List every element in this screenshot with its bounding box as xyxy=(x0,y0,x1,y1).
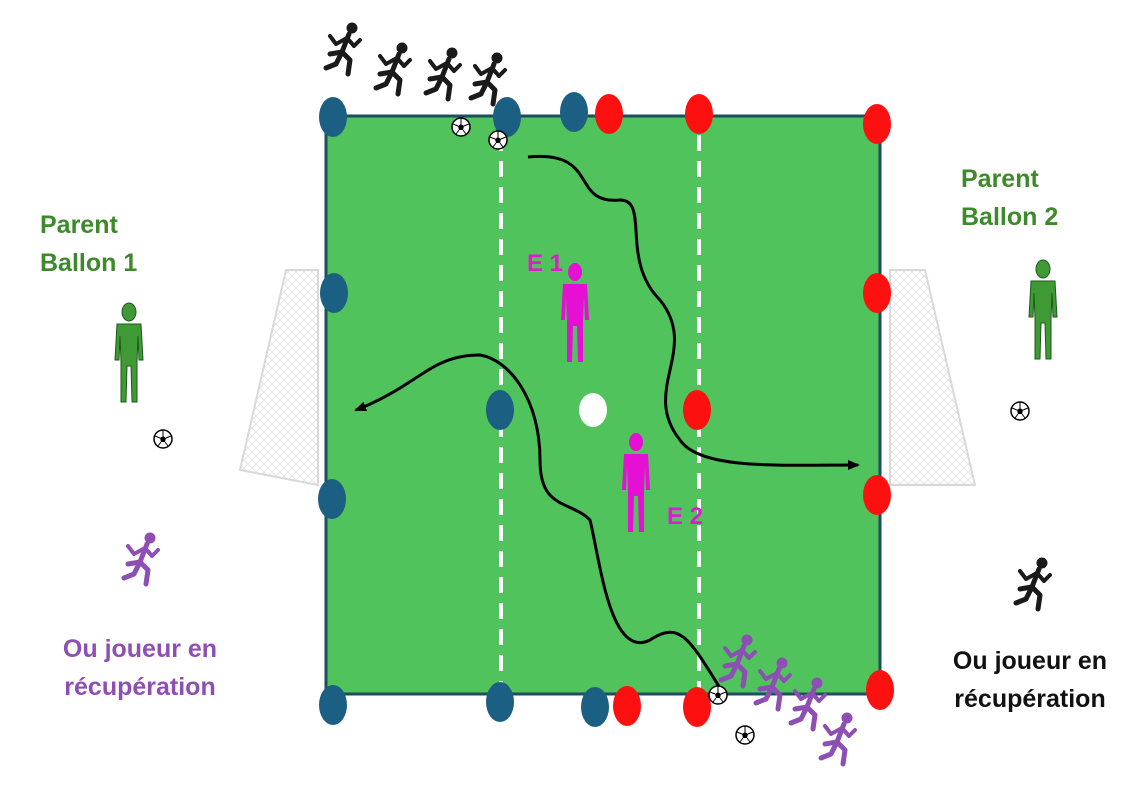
running-player-icon xyxy=(821,713,855,764)
center-spot xyxy=(579,393,607,427)
soccer-ball-icon xyxy=(1010,401,1030,421)
red-cones xyxy=(595,94,894,727)
cone-icon xyxy=(319,97,347,137)
cone-icon xyxy=(866,670,894,710)
cone-icon xyxy=(318,479,346,519)
cone-icon xyxy=(581,687,609,727)
running-player-icon xyxy=(426,48,460,99)
left-recovery-running-player-icon xyxy=(124,533,158,584)
soccer-ball-icon xyxy=(153,429,173,449)
left-recovery-line-2: récupération xyxy=(64,673,216,701)
right-goal-net-icon xyxy=(889,269,977,486)
cone-icon xyxy=(613,686,641,726)
cone-icon xyxy=(683,390,711,430)
running-player-icon xyxy=(326,23,360,74)
running-player-icon xyxy=(376,43,410,94)
left-parent-line-2: Ballon 1 xyxy=(40,249,138,277)
parent-2-person-icon xyxy=(1028,259,1058,360)
top-runners xyxy=(326,23,505,104)
defender-2-label: E 2 xyxy=(667,503,704,530)
soccer-ball-icon xyxy=(488,130,508,150)
right-recovery-line-2: récupération xyxy=(954,685,1106,713)
soccer-ball-icon xyxy=(708,685,728,705)
right-recovery-line-1: Ou joueur en xyxy=(952,647,1108,675)
cone-icon xyxy=(683,687,711,727)
soccer-ball-icon xyxy=(451,117,471,137)
left-recovery-line-1: Ou joueur en xyxy=(62,635,218,663)
left-recovery-label: Ou joueur en récupération xyxy=(35,630,245,706)
parent-1-person-icon xyxy=(114,302,144,403)
cone-icon xyxy=(486,390,514,430)
left-goal-net-icon xyxy=(238,269,319,487)
cone-icon xyxy=(493,97,521,137)
cone-icon xyxy=(486,682,514,722)
right-parent-label: Parent Ballon 2 xyxy=(961,160,1058,236)
cone-icon xyxy=(560,92,588,132)
cone-icon xyxy=(685,94,713,134)
left-parent-line-1: Parent xyxy=(40,211,118,239)
path-arrow-icon xyxy=(527,154,860,471)
right-parent-line-2: Ballon 2 xyxy=(961,203,1059,231)
running-player-icon xyxy=(471,53,505,104)
path-arrow-icon xyxy=(354,353,722,689)
cone-icon xyxy=(595,94,623,134)
cone-icon xyxy=(319,685,347,725)
right-recovery-running-player-icon xyxy=(1016,558,1050,609)
right-recovery-label: Ou joueur en récupération xyxy=(930,642,1130,718)
left-parent-label: Parent Ballon 1 xyxy=(40,206,137,282)
cone-icon xyxy=(863,273,891,313)
cone-icon xyxy=(320,273,348,313)
defender-1-label: E 1 xyxy=(527,250,564,277)
blue-cones xyxy=(318,92,609,727)
cone-icon xyxy=(863,104,891,144)
cone-icon xyxy=(863,475,891,515)
soccer-ball-icon xyxy=(735,725,755,745)
right-parent-line-1: Parent xyxy=(961,165,1039,193)
